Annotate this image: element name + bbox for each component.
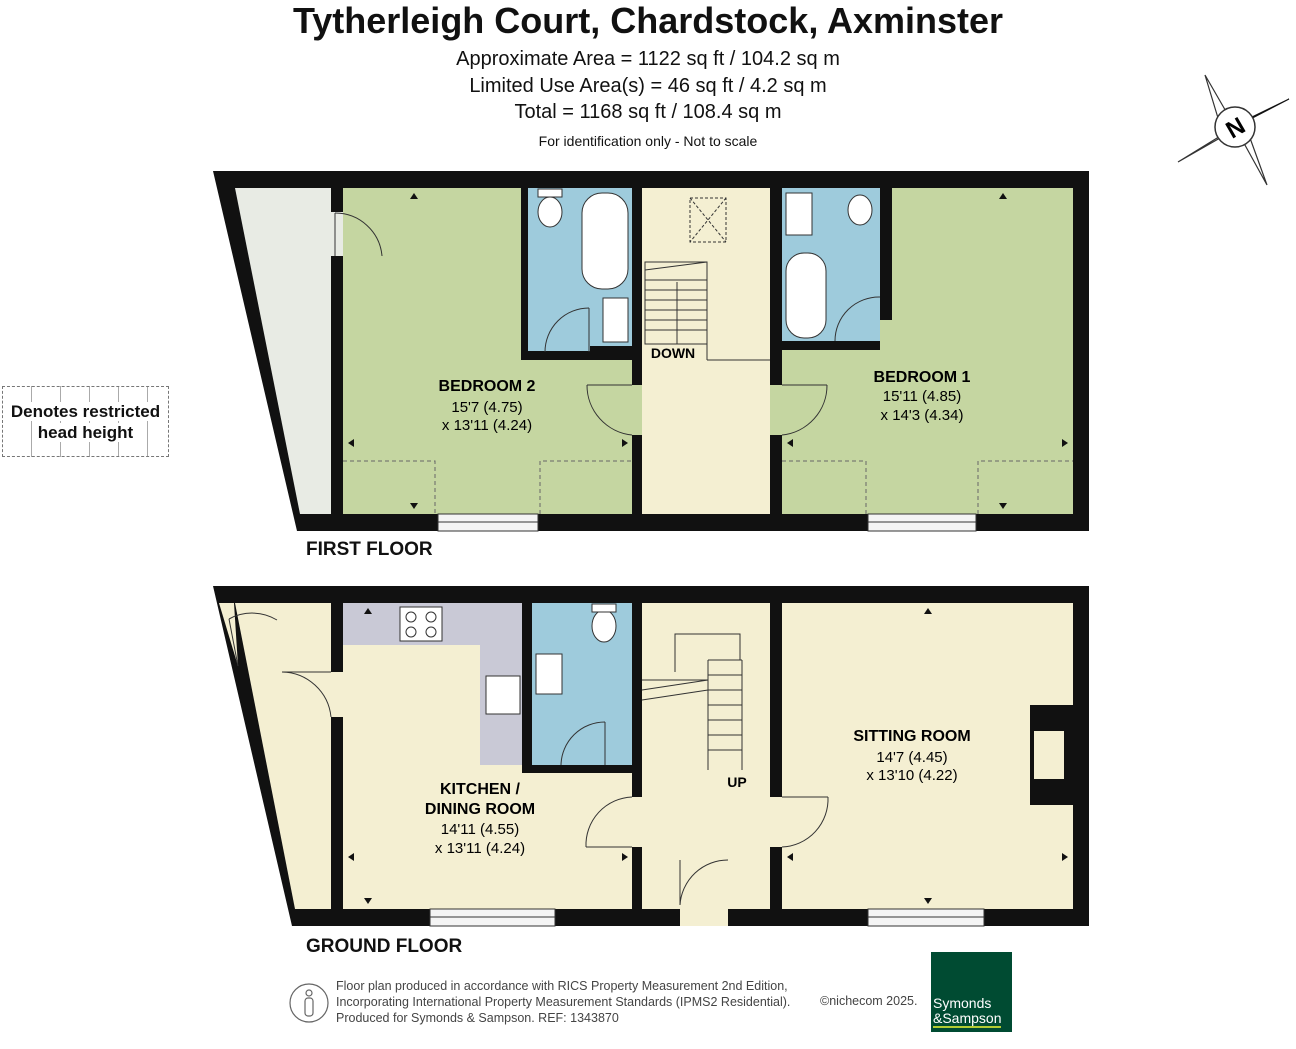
footer-line-1: Floor plan produced in accordance with R…	[336, 979, 788, 993]
kitchen-name-1: KITCHEN /	[440, 781, 521, 798]
kitchen-dim-1: 14'11 (4.55)	[441, 821, 519, 838]
first-floor-plan: DOWN BEDROOM 2 15'7 (4.75) x 13'11 (4.24…	[213, 171, 1089, 532]
stair-down-label: DOWN	[651, 345, 695, 361]
kitchen-name-2: DINING ROOM	[425, 801, 535, 818]
sitting-room-dim-2: x 13'10 (4.22)	[866, 767, 957, 784]
bedroom-2-name: BEDROOM 2	[439, 378, 536, 395]
logo-line-1: Symonds	[933, 995, 992, 1011]
scale-note: For identification only - Not to scale	[538, 133, 758, 149]
entrance-hall	[642, 603, 770, 909]
limited-use-area: Limited Use Area(s) = 46 sq ft / 4.2 sq …	[469, 75, 827, 97]
legend-line-2: head height	[37, 423, 134, 442]
bedroom-2-dim-2: x 13'11 (4.24)	[442, 417, 532, 434]
toilet-icon	[591, 609, 617, 643]
dimension-arrows	[348, 193, 1068, 904]
bedroom-2-floor	[343, 188, 521, 514]
kitchen-sink-icon	[485, 675, 521, 715]
restricted-area	[235, 188, 331, 514]
approximate-area: Approximate Area = 1122 sq ft / 104.2 sq…	[456, 48, 840, 70]
sitting-room-name: SITTING ROOM	[853, 728, 970, 745]
person-icon	[289, 983, 329, 1023]
hob-icon	[399, 606, 443, 642]
footer-line-2: Incorporating International Property Mea…	[336, 995, 791, 1009]
bedroom-1-dim-1: 15'11 (4.85)	[883, 388, 961, 405]
kitchen-dim-2: x 13'11 (4.24)	[435, 840, 525, 857]
copyright-credit: ©nichecom 2025.	[820, 994, 918, 1008]
agent-logo: Symonds &Sampson	[931, 952, 1012, 1032]
ground-floor-plan: UP KITCHEN / DINING ROOM 14'11 (4.55) x …	[213, 586, 1089, 927]
legend-line-1: Denotes restricted	[10, 402, 161, 421]
ground-floor-label: GROUND FLOOR	[306, 936, 463, 957]
sitting-room-dim-1: 14'7 (4.45)	[876, 749, 947, 766]
footer-notes: Floor plan produced in accordance with R…	[336, 978, 790, 1026]
stair-up-label: UP	[727, 774, 746, 790]
page-title: Tytherleigh Court, Chardstock, Axminster	[292, 0, 1004, 41]
logo-line-2: &Sampson	[933, 1010, 1002, 1028]
restricted-height-legend: Denotes restricted head height	[2, 386, 169, 457]
bedroom-2-dim-1: 15'7 (4.75)	[451, 399, 522, 416]
compass-icon: N	[1177, 74, 1290, 186]
first-floor-label: FIRST FLOOR	[306, 539, 433, 560]
total-area: Total = 1168 sq ft / 108.4 sq m	[514, 101, 782, 123]
sitting-room-floor	[782, 603, 1073, 909]
bedroom-1-dim-2: x 14'3 (4.34)	[881, 407, 964, 424]
footer-line-3: Produced for Symonds & Sampson. REF: 134…	[336, 1011, 619, 1025]
bedroom-1-name: BEDROOM 1	[874, 369, 971, 386]
